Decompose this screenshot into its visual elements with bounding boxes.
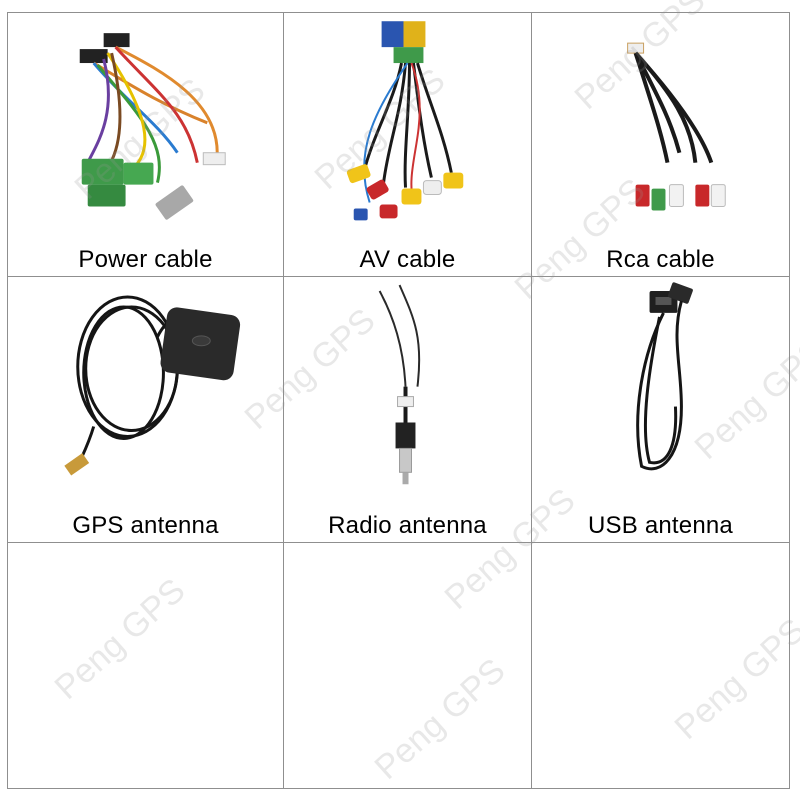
caption-av-cable: AV cable	[359, 246, 456, 273]
power-cable-icon	[79, 33, 226, 220]
caption-gps-antenna: GPS antenna	[72, 512, 219, 539]
radio-antenna-icon	[378, 284, 421, 485]
empty-cell-1	[8, 543, 284, 788]
empty-cell-2	[284, 543, 532, 788]
cell-av-cable: AV cable	[284, 13, 532, 277]
caption-radio-antenna: Radio antenna	[328, 512, 487, 539]
accessory-grid: Power cable AV cable	[7, 12, 790, 789]
caption-rca-cable: Rca cable	[606, 246, 715, 273]
rca-cable-icon	[627, 42, 726, 211]
cell-rca-cable: Rca cable	[532, 13, 789, 277]
caption-usb-antenna: USB antenna	[588, 512, 733, 539]
av-cable-icon	[346, 21, 464, 221]
cell-power-cable: Power cable	[8, 13, 284, 277]
empty-cell-3	[532, 543, 789, 788]
cell-radio-antenna: Radio antenna	[284, 277, 532, 543]
caption-power-cable: Power cable	[78, 246, 213, 273]
cell-gps-antenna: GPS antenna	[8, 277, 284, 543]
cell-usb-antenna: USB antenna	[532, 277, 789, 543]
gps-antenna-icon	[64, 295, 241, 476]
usb-antenna-icon	[636, 282, 693, 471]
